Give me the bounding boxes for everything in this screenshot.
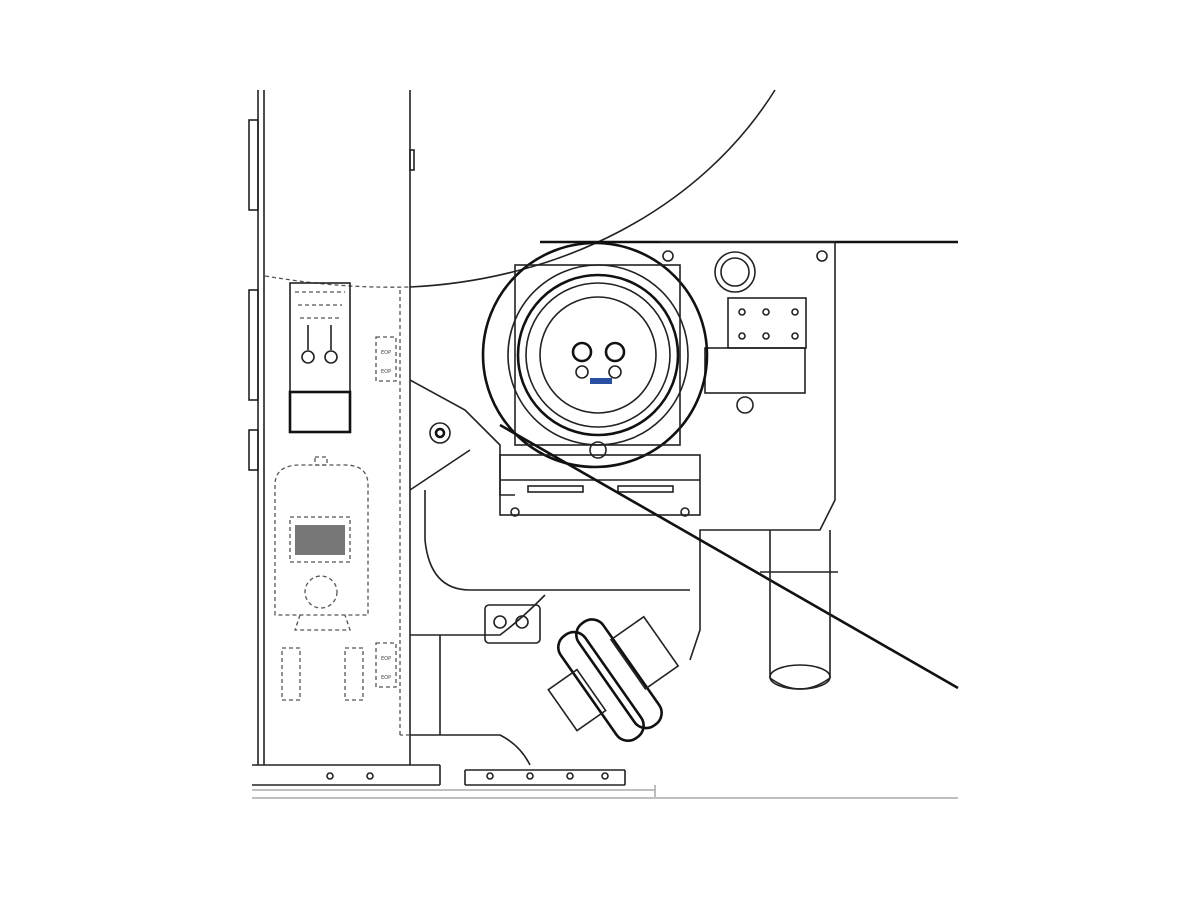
support-column <box>248 90 415 765</box>
exhaust-pipe <box>760 530 838 690</box>
hidden-box-upper: EOP EOP <box>375 336 397 382</box>
shell-arc <box>409 89 776 288</box>
air-inlet-elbow <box>410 594 680 766</box>
base-frame <box>252 764 958 799</box>
handwheel <box>714 251 756 293</box>
brand-badge <box>590 378 612 384</box>
burner-head <box>481 241 709 517</box>
panel-label: EOP <box>381 350 391 356</box>
hidden-box-lower: EOP EOP <box>375 642 397 688</box>
burner-housing <box>660 241 836 661</box>
thermometer-icon <box>324 325 338 364</box>
gauge-panel <box>288 282 352 434</box>
panel-label: EOP <box>381 675 391 681</box>
panel-label: EOP <box>381 369 391 375</box>
panel-label: EOP <box>381 656 391 662</box>
thermometer-icon <box>301 325 315 364</box>
section-line <box>499 423 959 690</box>
mounting-bracket <box>409 379 690 591</box>
hidden-tank <box>274 456 369 701</box>
nameplate <box>295 525 345 555</box>
fan-bellows <box>547 615 680 742</box>
shell-arc-hidden <box>264 275 411 288</box>
